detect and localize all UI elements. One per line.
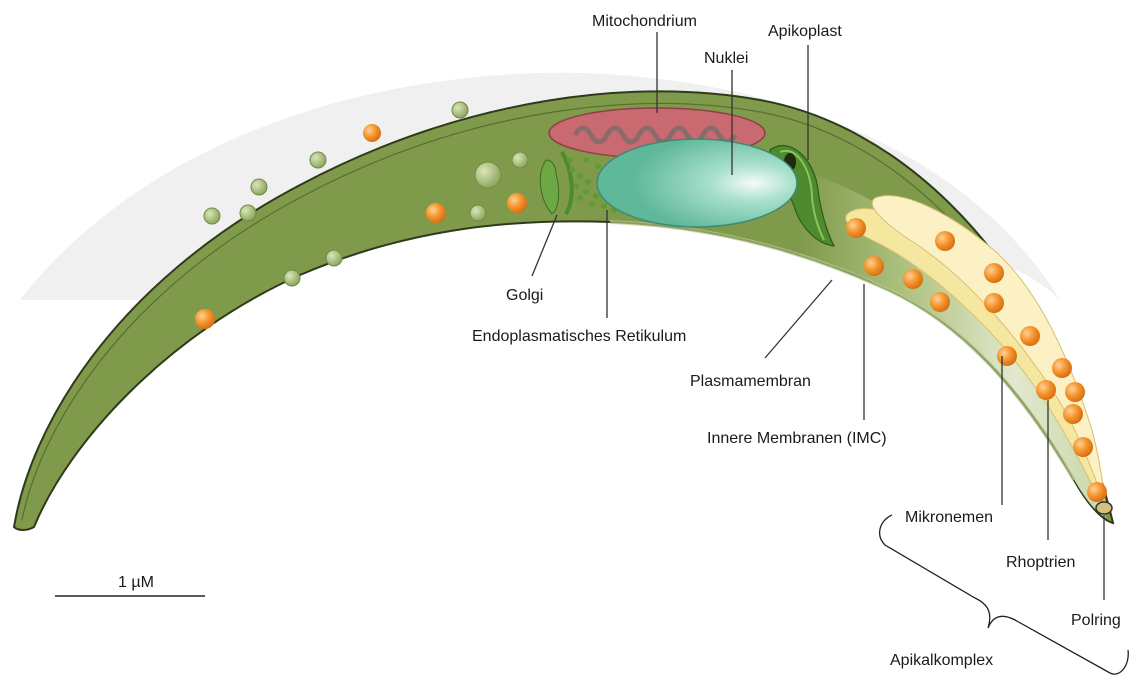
vacuole — [512, 152, 528, 168]
label-golgi: Golgi — [506, 287, 543, 304]
apikalkomplex-brace — [880, 515, 1129, 674]
label-apikoplast: Apikoplast — [768, 23, 842, 40]
label-imc: Innere Membranen (IMC) — [707, 430, 887, 447]
vacuole — [251, 179, 267, 195]
vacuole — [284, 270, 300, 286]
label-rhoptrien: Rhoptrien — [1006, 554, 1075, 571]
label-nuklei: Nuklei — [704, 50, 748, 67]
label-mitochondrium: Mitochondrium — [592, 13, 697, 30]
dense-granule — [507, 193, 527, 213]
dense-granule — [363, 124, 381, 142]
dense-granule — [426, 203, 446, 223]
polring — [1096, 502, 1112, 514]
vacuole — [204, 208, 220, 224]
label-polring: Polring — [1071, 612, 1121, 629]
vacuole — [452, 102, 468, 118]
label-plasmamembran: Plasmamembran — [690, 373, 811, 390]
label-er: Endoplasmatisches Retikulum — [472, 328, 686, 345]
vacuole — [310, 152, 326, 168]
dense-granule — [195, 309, 215, 329]
vacuole — [240, 205, 256, 221]
label-apikalkomplex: Apikalkomplex — [890, 652, 993, 669]
scale-bar-label: 1 µM — [118, 574, 154, 591]
vacuole — [470, 205, 486, 221]
label-mikronemen: Mikronemen — [905, 509, 993, 526]
nucleus — [597, 139, 797, 227]
vacuole — [326, 250, 342, 266]
vacuole — [475, 162, 501, 188]
